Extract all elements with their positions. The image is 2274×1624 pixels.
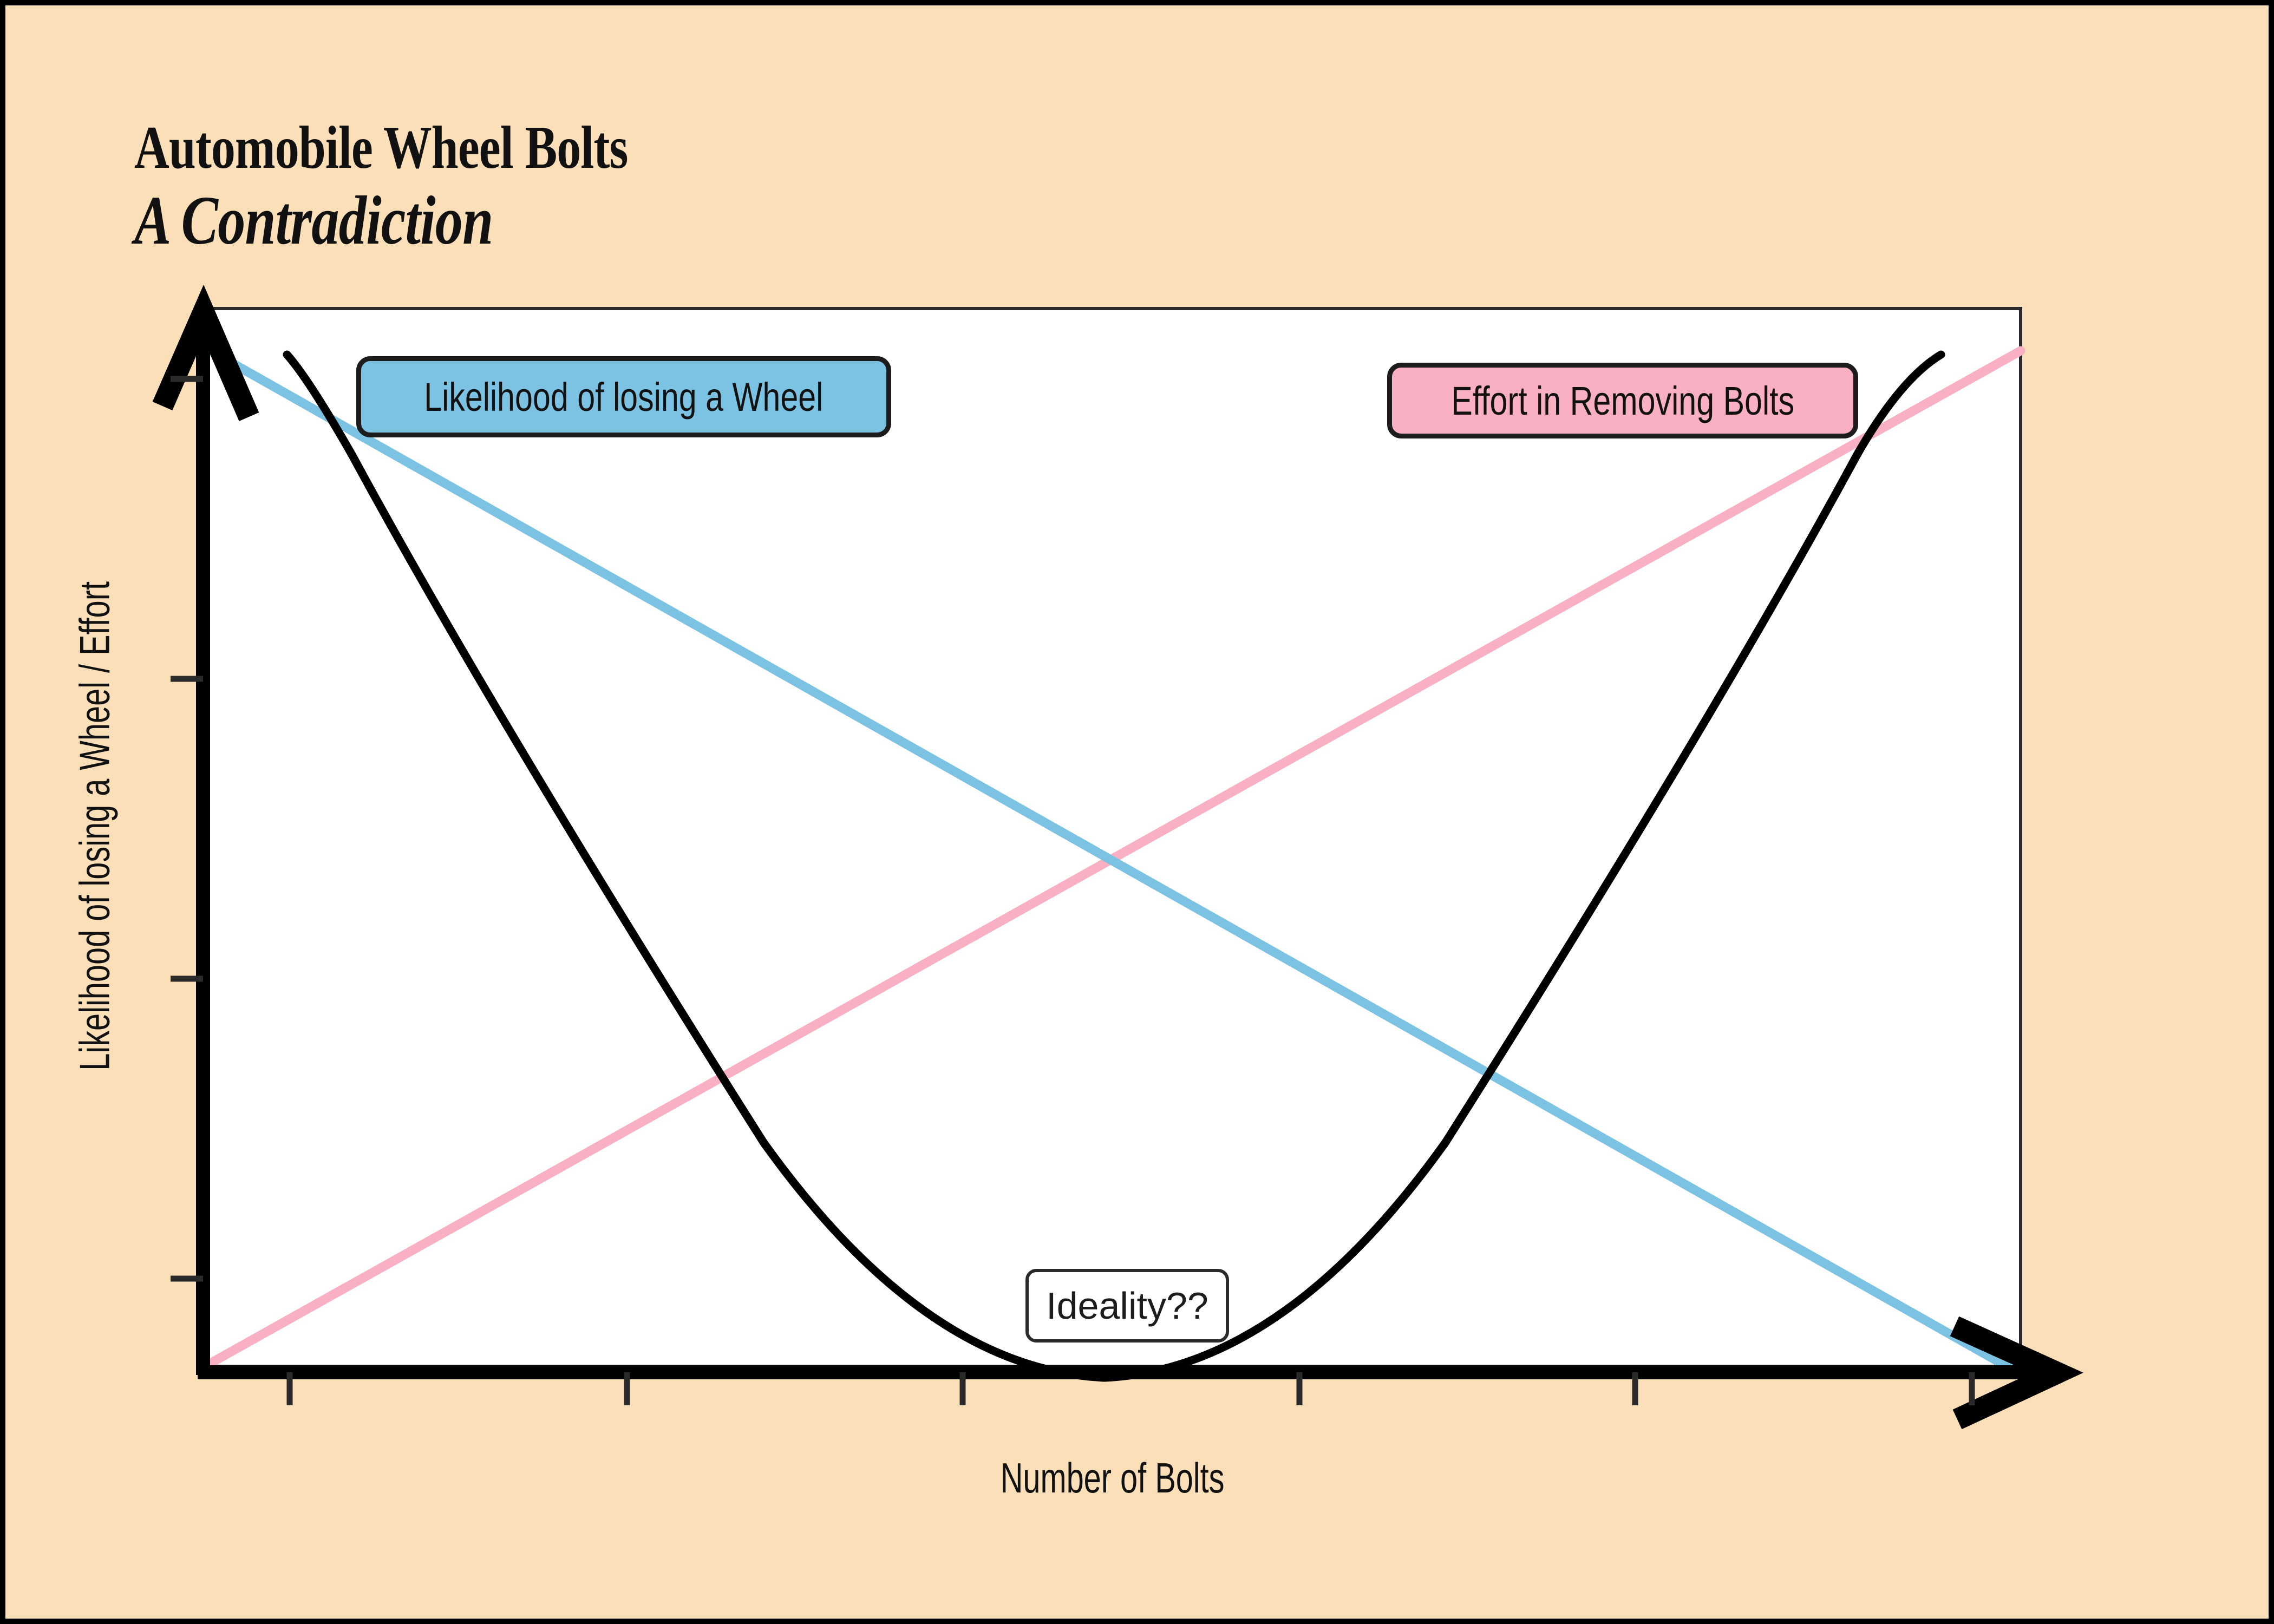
y-axis-ticks: [171, 376, 203, 1282]
page-title: Automobile Wheel Bolts: [134, 114, 628, 181]
legend-label-effort: Effort in Removing Bolts: [1451, 378, 1794, 423]
title-block: Automobile Wheel Bolts A Contradiction: [134, 116, 1434, 257]
y-axis-title: Likelihood of losing a Wheel / Effort: [70, 420, 120, 1232]
y-axis-title-text: Likelihood of losing a Wheel / Effort: [70, 581, 119, 1071]
ideality-annotation[interactable]: Ideality??: [1025, 1269, 1229, 1343]
page-subtitle: A Contradiction: [134, 182, 493, 259]
x-axis-ticks: [286, 1372, 1975, 1405]
legend-label-likelihood: Likelihood of losing a Wheel: [424, 374, 824, 420]
x-axis-title-text: Number of Bolts: [1001, 1454, 1225, 1502]
x-axis-title: Number of Bolts: [203, 1453, 2022, 1503]
plot-area: [203, 307, 2022, 1368]
legend-item-likelihood[interactable]: Likelihood of losing a Wheel: [356, 356, 891, 437]
legend-item-effort[interactable]: Effort in Removing Bolts: [1387, 363, 1858, 438]
